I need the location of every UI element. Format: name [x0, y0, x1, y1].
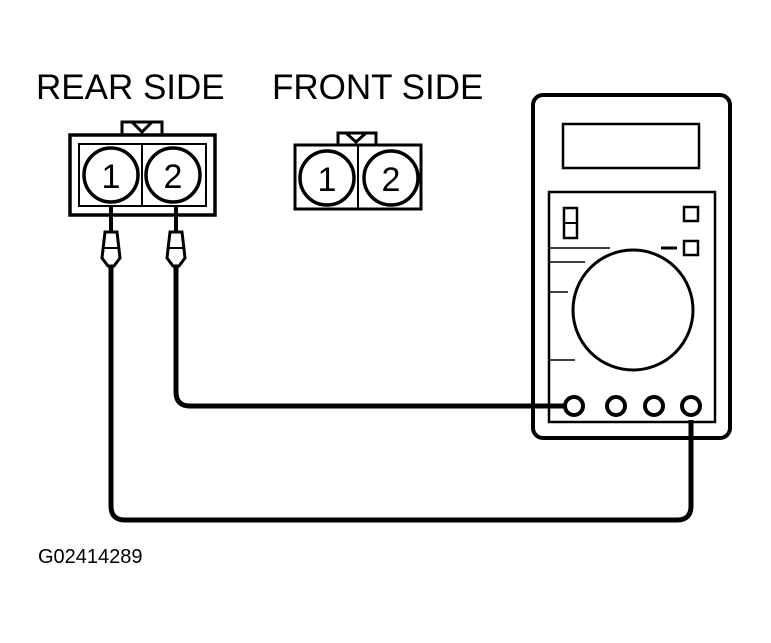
meter-display — [561, 122, 701, 170]
jack-1 — [563, 395, 585, 417]
test-lead-pin-2 — [173, 266, 566, 409]
probe-tip-2 — [165, 205, 187, 268]
rear-connector — [68, 120, 217, 217]
rear-pin-2-label: 2 — [164, 158, 183, 196]
front-pin-1-label: 1 — [318, 161, 337, 199]
rear-pin-2 — [144, 146, 202, 204]
rear-pin-1-label: 1 — [102, 158, 121, 196]
jack-4 — [680, 395, 702, 417]
test-lead-pin-1 — [108, 266, 694, 523]
front-side-label: FRONT SIDE — [272, 68, 484, 107]
jack-2 — [605, 395, 627, 417]
figure-code: G02414289 — [38, 546, 143, 568]
rear-pin-1 — [82, 146, 140, 204]
front-connector — [293, 131, 423, 211]
multimeter — [531, 93, 732, 440]
jack-3 — [643, 395, 665, 417]
probe-tip-1 — [100, 205, 122, 268]
front-pin-2 — [362, 149, 420, 207]
front-pin-2-label: 2 — [382, 161, 401, 199]
meter-button-bottom — [682, 239, 700, 257]
rear-side-label: REAR SIDE — [36, 68, 225, 107]
meter-button-top — [682, 205, 700, 223]
front-pin-1 — [298, 149, 356, 207]
rotary-dial — [571, 248, 695, 372]
